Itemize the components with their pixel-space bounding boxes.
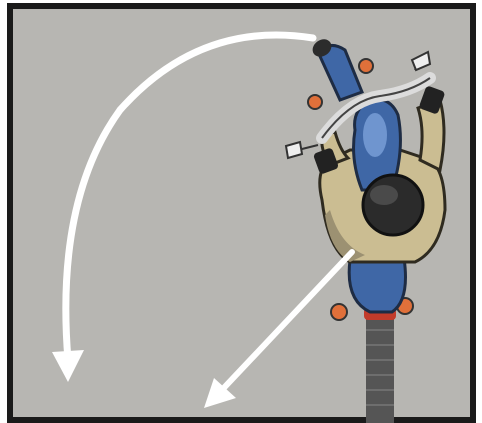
helmet-visor <box>370 185 398 205</box>
rear-tire <box>366 315 394 423</box>
rear-indicator-left <box>331 304 347 320</box>
tank-highlight <box>363 113 387 157</box>
front-indicator-right <box>359 59 373 73</box>
rear-body <box>349 258 405 312</box>
front-indicator-left <box>308 95 322 109</box>
rider-helmet <box>363 175 423 235</box>
